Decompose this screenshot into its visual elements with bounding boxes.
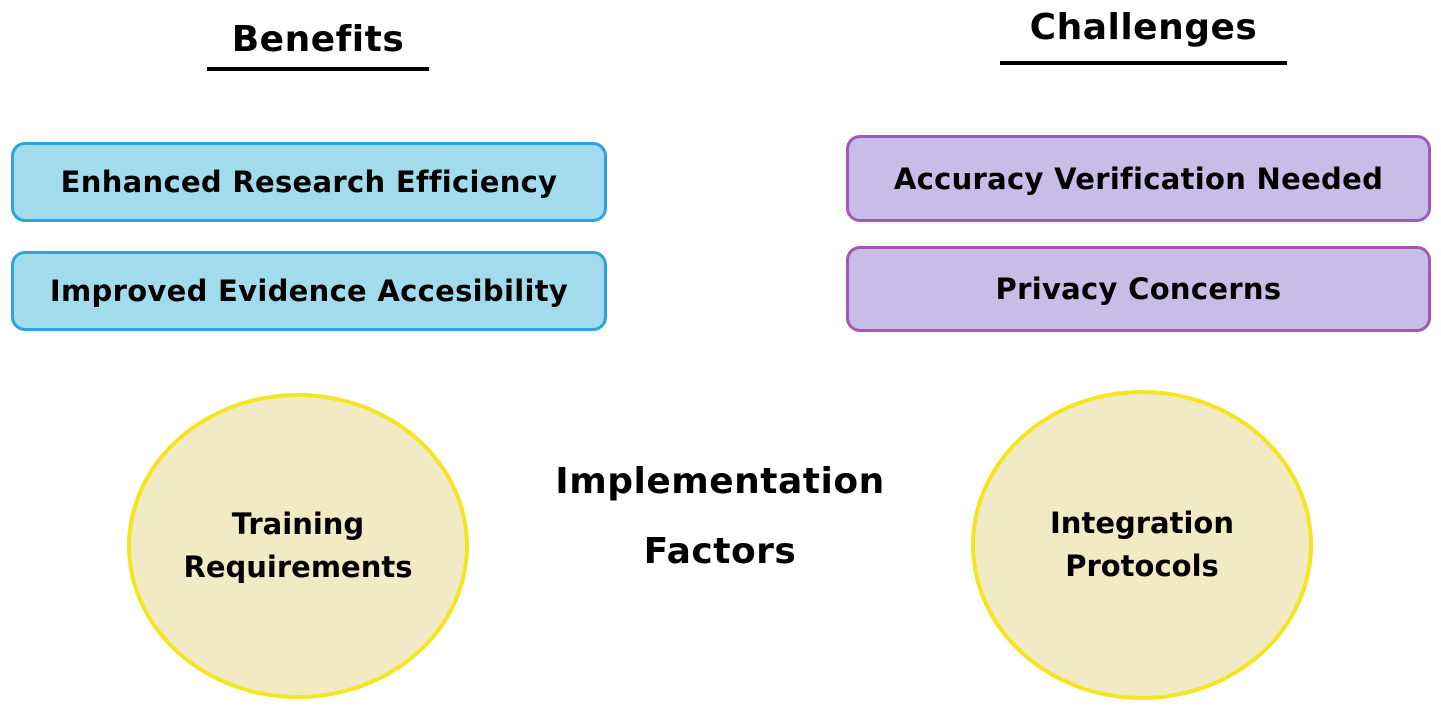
challenge-box-accuracy-verification: Accuracy Verification Needed	[846, 135, 1431, 222]
benefit-box-evidence-accessibility: Improved Evidence Accesibility	[11, 251, 607, 331]
challenges-underline	[1000, 61, 1287, 65]
factor-label-line: Protocols	[1065, 549, 1219, 583]
factor-label: Integration Protocols	[1050, 502, 1234, 589]
factor-label-line: Requirements	[183, 550, 413, 584]
factor-label: Training Requirements	[184, 503, 413, 590]
factor-circle-training-requirements: Training Requirements	[127, 393, 469, 699]
benefits-underline	[207, 67, 429, 71]
challenge-label: Accuracy Verification Needed	[893, 161, 1384, 196]
benefit-label: Enhanced Research Efficiency	[60, 165, 558, 199]
challenge-label: Privacy Concerns	[995, 272, 1282, 306]
implementation-title-line: Factors	[643, 531, 797, 573]
implementation-factors-title: Implementation Factors	[520, 447, 920, 587]
implementation-title-line: Implementation	[555, 461, 885, 502]
factor-circle-integration-protocols: Integration Protocols	[971, 390, 1313, 700]
factor-label-line: Integration	[1050, 505, 1234, 540]
benefit-box-research-efficiency: Enhanced Research Efficiency	[11, 142, 607, 222]
challenge-box-privacy-concerns: Privacy Concerns	[846, 246, 1431, 332]
challenges-heading: Challenges	[1029, 7, 1258, 48]
benefit-label: Improved Evidence Accesibility	[49, 274, 569, 308]
factor-label-line: Training	[231, 506, 365, 541]
benefits-heading: Benefits	[231, 19, 405, 60]
